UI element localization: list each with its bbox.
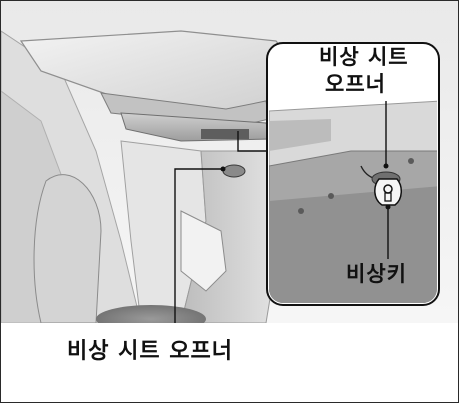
inset-opener-label-line2: 오프너 (325, 72, 386, 96)
cable-guide (180, 210, 227, 292)
emergency-seat-opener-label: 비상 시트 오프너 (67, 339, 233, 364)
detail-inset (266, 42, 440, 306)
hinge-bracket (201, 129, 249, 139)
inset-opener-dot (383, 163, 389, 169)
emergency-key-icon (374, 178, 402, 206)
seat-opener-knob (222, 164, 246, 178)
key-dot (385, 204, 391, 210)
caption-area (1, 323, 458, 402)
fender (33, 174, 102, 324)
inset-opener-label-line1: 비상 시트 (319, 45, 409, 69)
emergency-key-label: 비상키 (346, 262, 407, 286)
main-label-leader (174, 168, 223, 339)
